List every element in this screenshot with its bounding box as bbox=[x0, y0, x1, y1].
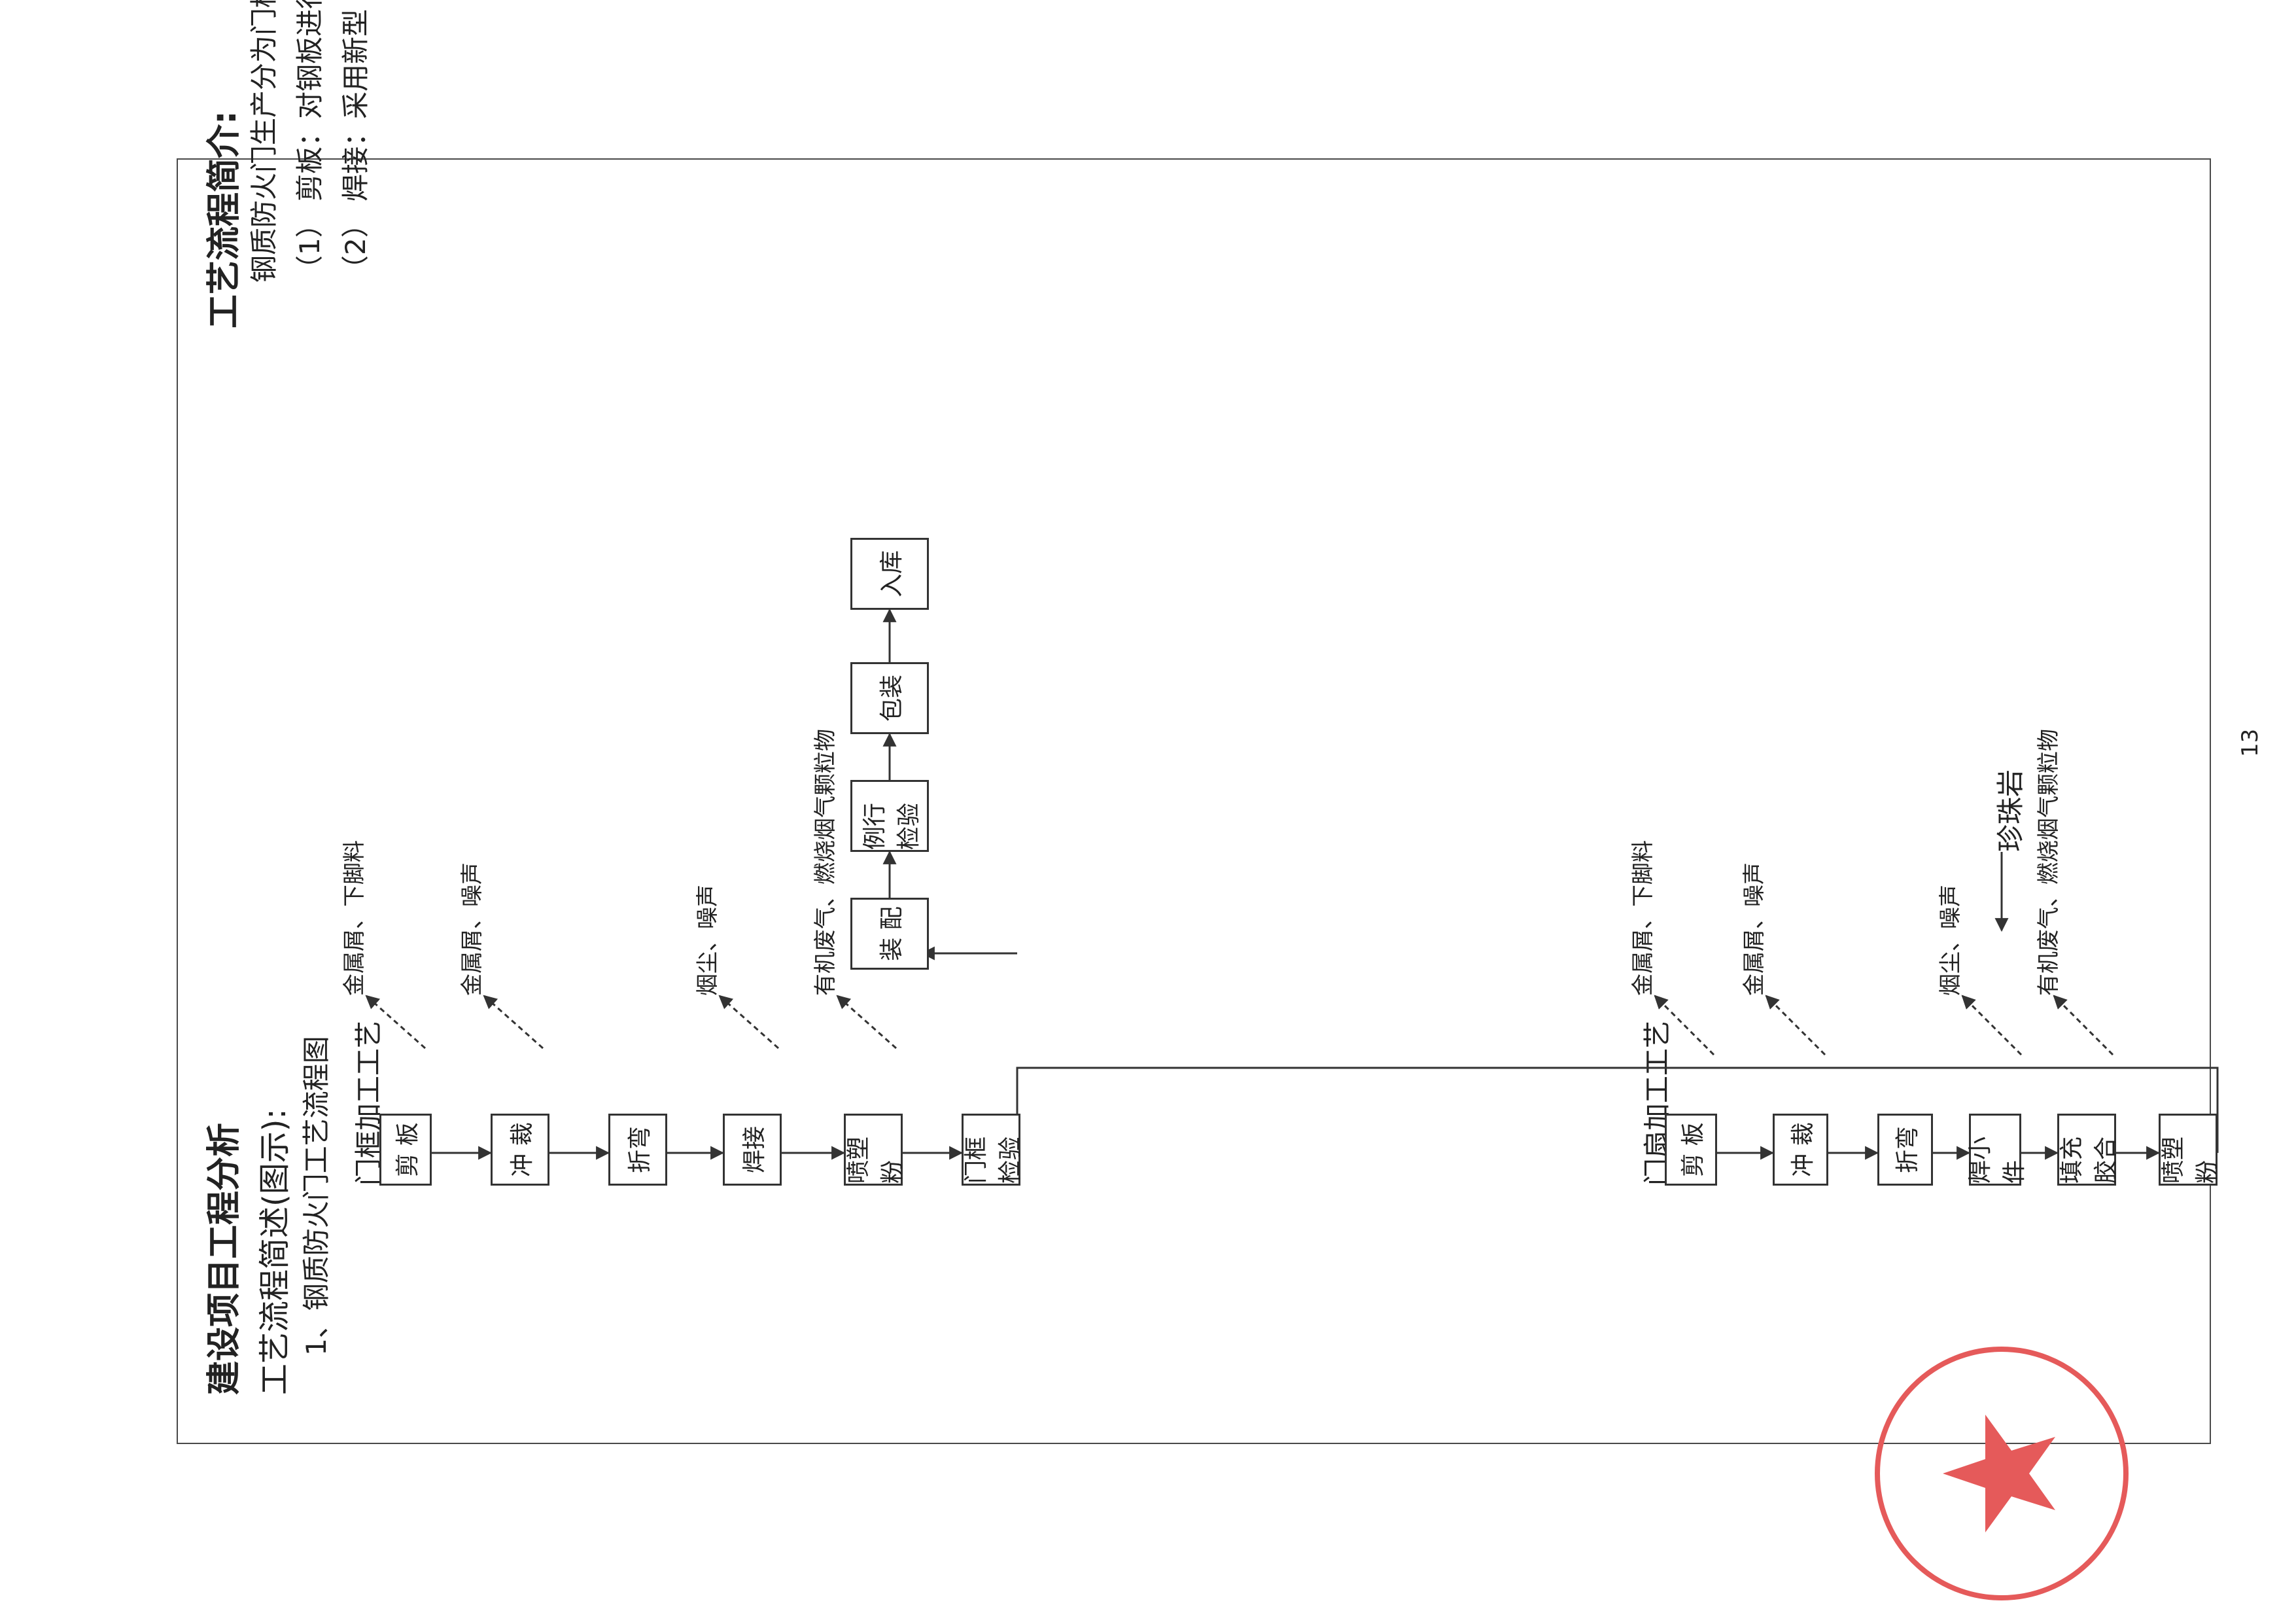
waste-arrow-leaf-3 bbox=[1961, 995, 2023, 1056]
page-number: 13 bbox=[2237, 728, 2263, 757]
pearlite-input-label: 珍珠岩 bbox=[1994, 769, 2026, 852]
leaf-step-bend: 折弯 bbox=[1877, 1114, 1933, 1186]
intro-line-1: 钢质防火门生产分为门框生产和门扇生产，都在1#生产车间进行。 bbox=[242, 0, 282, 283]
waste-arrow-frame-3 bbox=[718, 995, 779, 1050]
leaf-step-fill-glue: 填充胶合 bbox=[2057, 1114, 2119, 1186]
leaf-waste-3: 烟尘、噪声 bbox=[1938, 885, 1964, 996]
leaf-step-spray: 喷塑粉 bbox=[2159, 1114, 2221, 1186]
leaf-step-punch: 冲 裁 bbox=[1773, 1114, 1828, 1186]
frame-step-weld: 焊接 bbox=[723, 1114, 782, 1186]
frame-step-inspect: 门框检验 bbox=[962, 1114, 1024, 1186]
frame-step-cut: 剪 板 bbox=[379, 1114, 432, 1186]
common-step-warehouse: 入库 bbox=[850, 538, 929, 610]
frame-waste-3: 烟尘、噪声 bbox=[695, 885, 721, 996]
waste-arrow-leaf-1 bbox=[1654, 995, 1715, 1056]
waste-arrow-frame-4 bbox=[836, 995, 897, 1050]
intro-line-3: （2） 焊接：采用新型 CO₂ 保护焊进行焊接，门扇进行珍珠岩的填充，经机械压 bbox=[334, 0, 374, 283]
leaf-waste-2: 金属屑、噪声 bbox=[1741, 862, 1767, 996]
merge-connector bbox=[1016, 1067, 2219, 1153]
frame-step-bend: 折弯 bbox=[608, 1114, 667, 1186]
common-step-assemble: 装 配 bbox=[850, 898, 929, 970]
frame-step-punch: 冲 裁 bbox=[491, 1114, 549, 1186]
frame-step-spray: 喷塑粉 bbox=[844, 1114, 906, 1186]
waste-arrow-frame-2 bbox=[483, 995, 544, 1050]
common-step-routine-inspect: 例行检验 bbox=[850, 780, 929, 852]
intro-line-2: （1） 剪板：对钢板进行检验，按尺寸要求进行剪板下料，冲裁，折弯成型。 bbox=[288, 0, 328, 283]
frame-waste-1: 金属屑、下脚料 bbox=[341, 840, 368, 996]
waste-arrow-leaf-4 bbox=[2053, 995, 2114, 1056]
common-step-package: 包装 bbox=[850, 662, 929, 734]
intro-title: 工艺流程简介: bbox=[205, 111, 244, 328]
leaf-waste-1: 金属屑、下脚料 bbox=[1630, 840, 1656, 996]
leaf-step-weld-parts: 焊小件 bbox=[1967, 1114, 2028, 1186]
leaf-step-cut: 剪 板 bbox=[1665, 1114, 1717, 1186]
waste-arrow-leaf-2 bbox=[1765, 995, 1826, 1056]
waste-arrow-frame-1 bbox=[365, 995, 426, 1050]
frame-waste-4: 有机废气、燃烧烟气颗粒物 bbox=[812, 729, 839, 996]
company-seal bbox=[1875, 1347, 2129, 1600]
frame-waste-2: 金属屑、噪声 bbox=[459, 862, 485, 996]
leaf-waste-4: 有机废气、燃烧烟气颗粒物 bbox=[2036, 729, 2062, 996]
